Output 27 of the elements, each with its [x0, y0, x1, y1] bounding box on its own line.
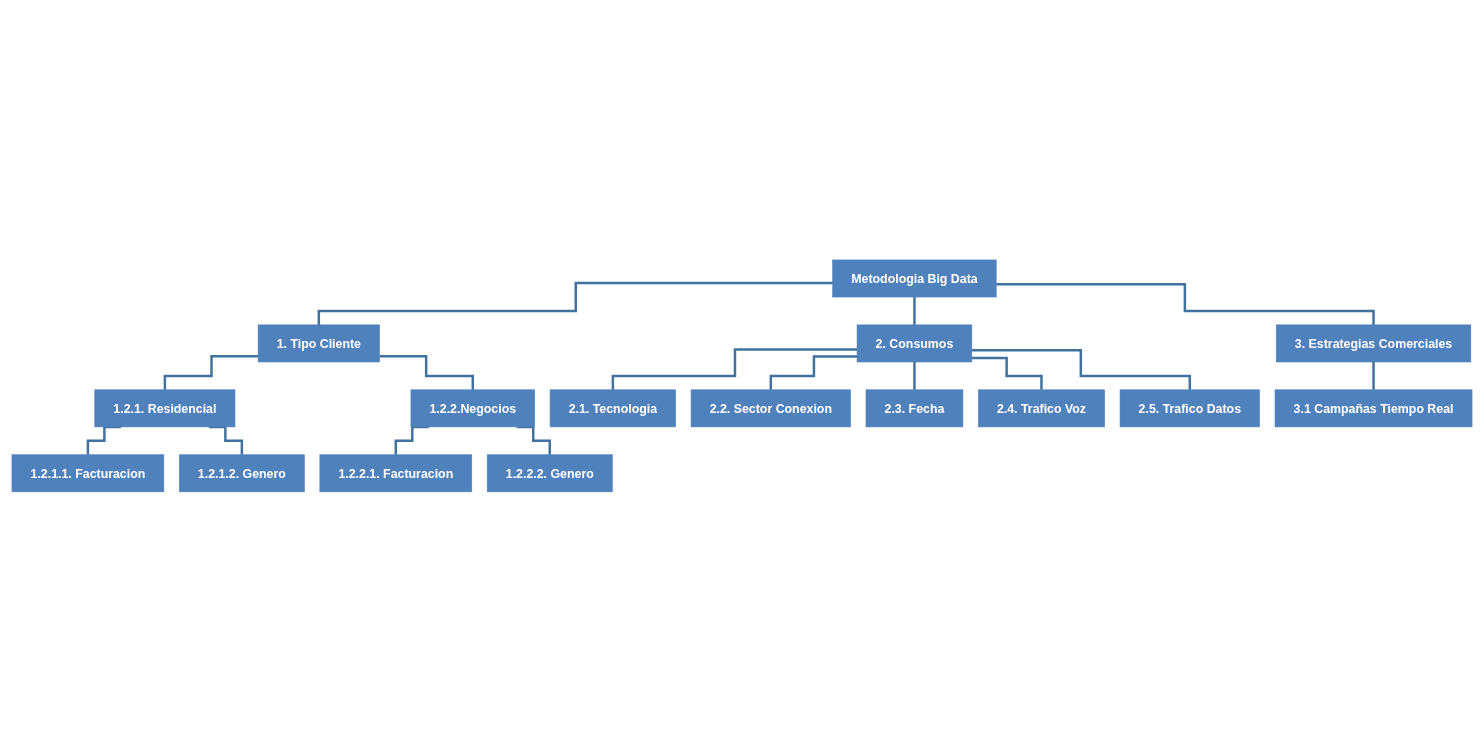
- connector: [1371, 360, 1375, 391]
- connector: [769, 354, 857, 391]
- node-box: 2.2. Sector Conexion: [690, 389, 851, 427]
- node-box: 2.5. Trafico Datos: [1119, 389, 1260, 427]
- node-box: 1.2.2.Negocios: [410, 389, 535, 427]
- node-box: 1.2.2.2. Genero: [486, 454, 613, 492]
- node-box: 1.2.1.1. Facturacion: [11, 454, 164, 492]
- node-box: 2.1. Tecnologia: [549, 389, 676, 427]
- node-box: 1. Tipo Cliente: [257, 324, 380, 362]
- node-box: 1.2.1.2. Genero: [178, 454, 305, 492]
- node-box: 2. Consumos: [856, 324, 972, 362]
- node-box: 1.2.2.1. Facturacion: [319, 454, 472, 492]
- connector: [912, 295, 916, 326]
- connector: [317, 281, 833, 326]
- connector: [379, 354, 474, 391]
- connector: [971, 348, 1191, 391]
- node-box: Metodologia Big Data: [831, 259, 996, 297]
- node-box: 3.1 Campañas Tiempo Real: [1274, 389, 1472, 427]
- connector: [995, 282, 1375, 326]
- connector: [912, 360, 916, 391]
- node-box: 2.4. Trafico Voz: [977, 389, 1105, 427]
- node-box: 1.2.1. Residencial: [93, 389, 235, 427]
- node-box: 2.3. Fecha: [865, 389, 963, 427]
- connector: [611, 347, 857, 391]
- connector: [971, 356, 1043, 391]
- node-box: 3. Estrategias Comerciales: [1275, 324, 1471, 362]
- connector: [163, 354, 258, 391]
